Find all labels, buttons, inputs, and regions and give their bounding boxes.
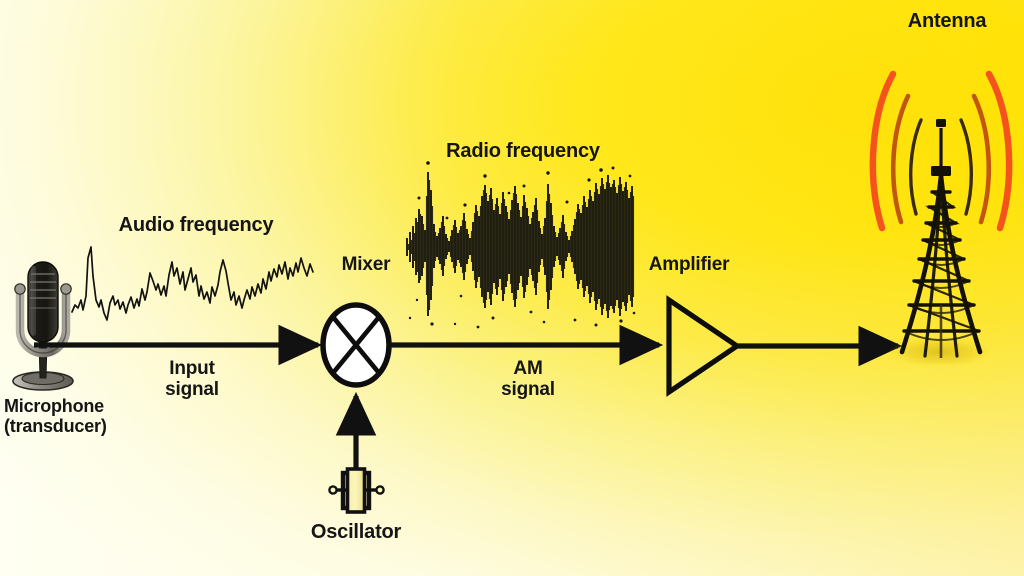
label-audio-frequency: Audio frequency (118, 214, 274, 236)
label-am-signal: AM signal (501, 358, 555, 401)
label-mixer: Mixer (341, 254, 391, 275)
oscillator-icon (328, 467, 385, 514)
amplifier-symbol (666, 295, 742, 397)
mixer-symbol (320, 302, 392, 388)
microphone-icon (12, 261, 74, 391)
label-oscillator: Oscillator (310, 521, 402, 543)
label-input-signal: Input signal (165, 358, 219, 401)
label-microphone: Microphone (transducer) (4, 396, 107, 437)
label-radio-frequency: Radio frequency (446, 140, 600, 162)
radio-frequency-waveform (406, 161, 636, 329)
label-antenna: Antenna (907, 10, 987, 32)
audio-frequency-waveform (71, 246, 314, 321)
antenna-tower-icon (869, 70, 1013, 367)
label-amplifier: Amplifier (648, 254, 730, 275)
